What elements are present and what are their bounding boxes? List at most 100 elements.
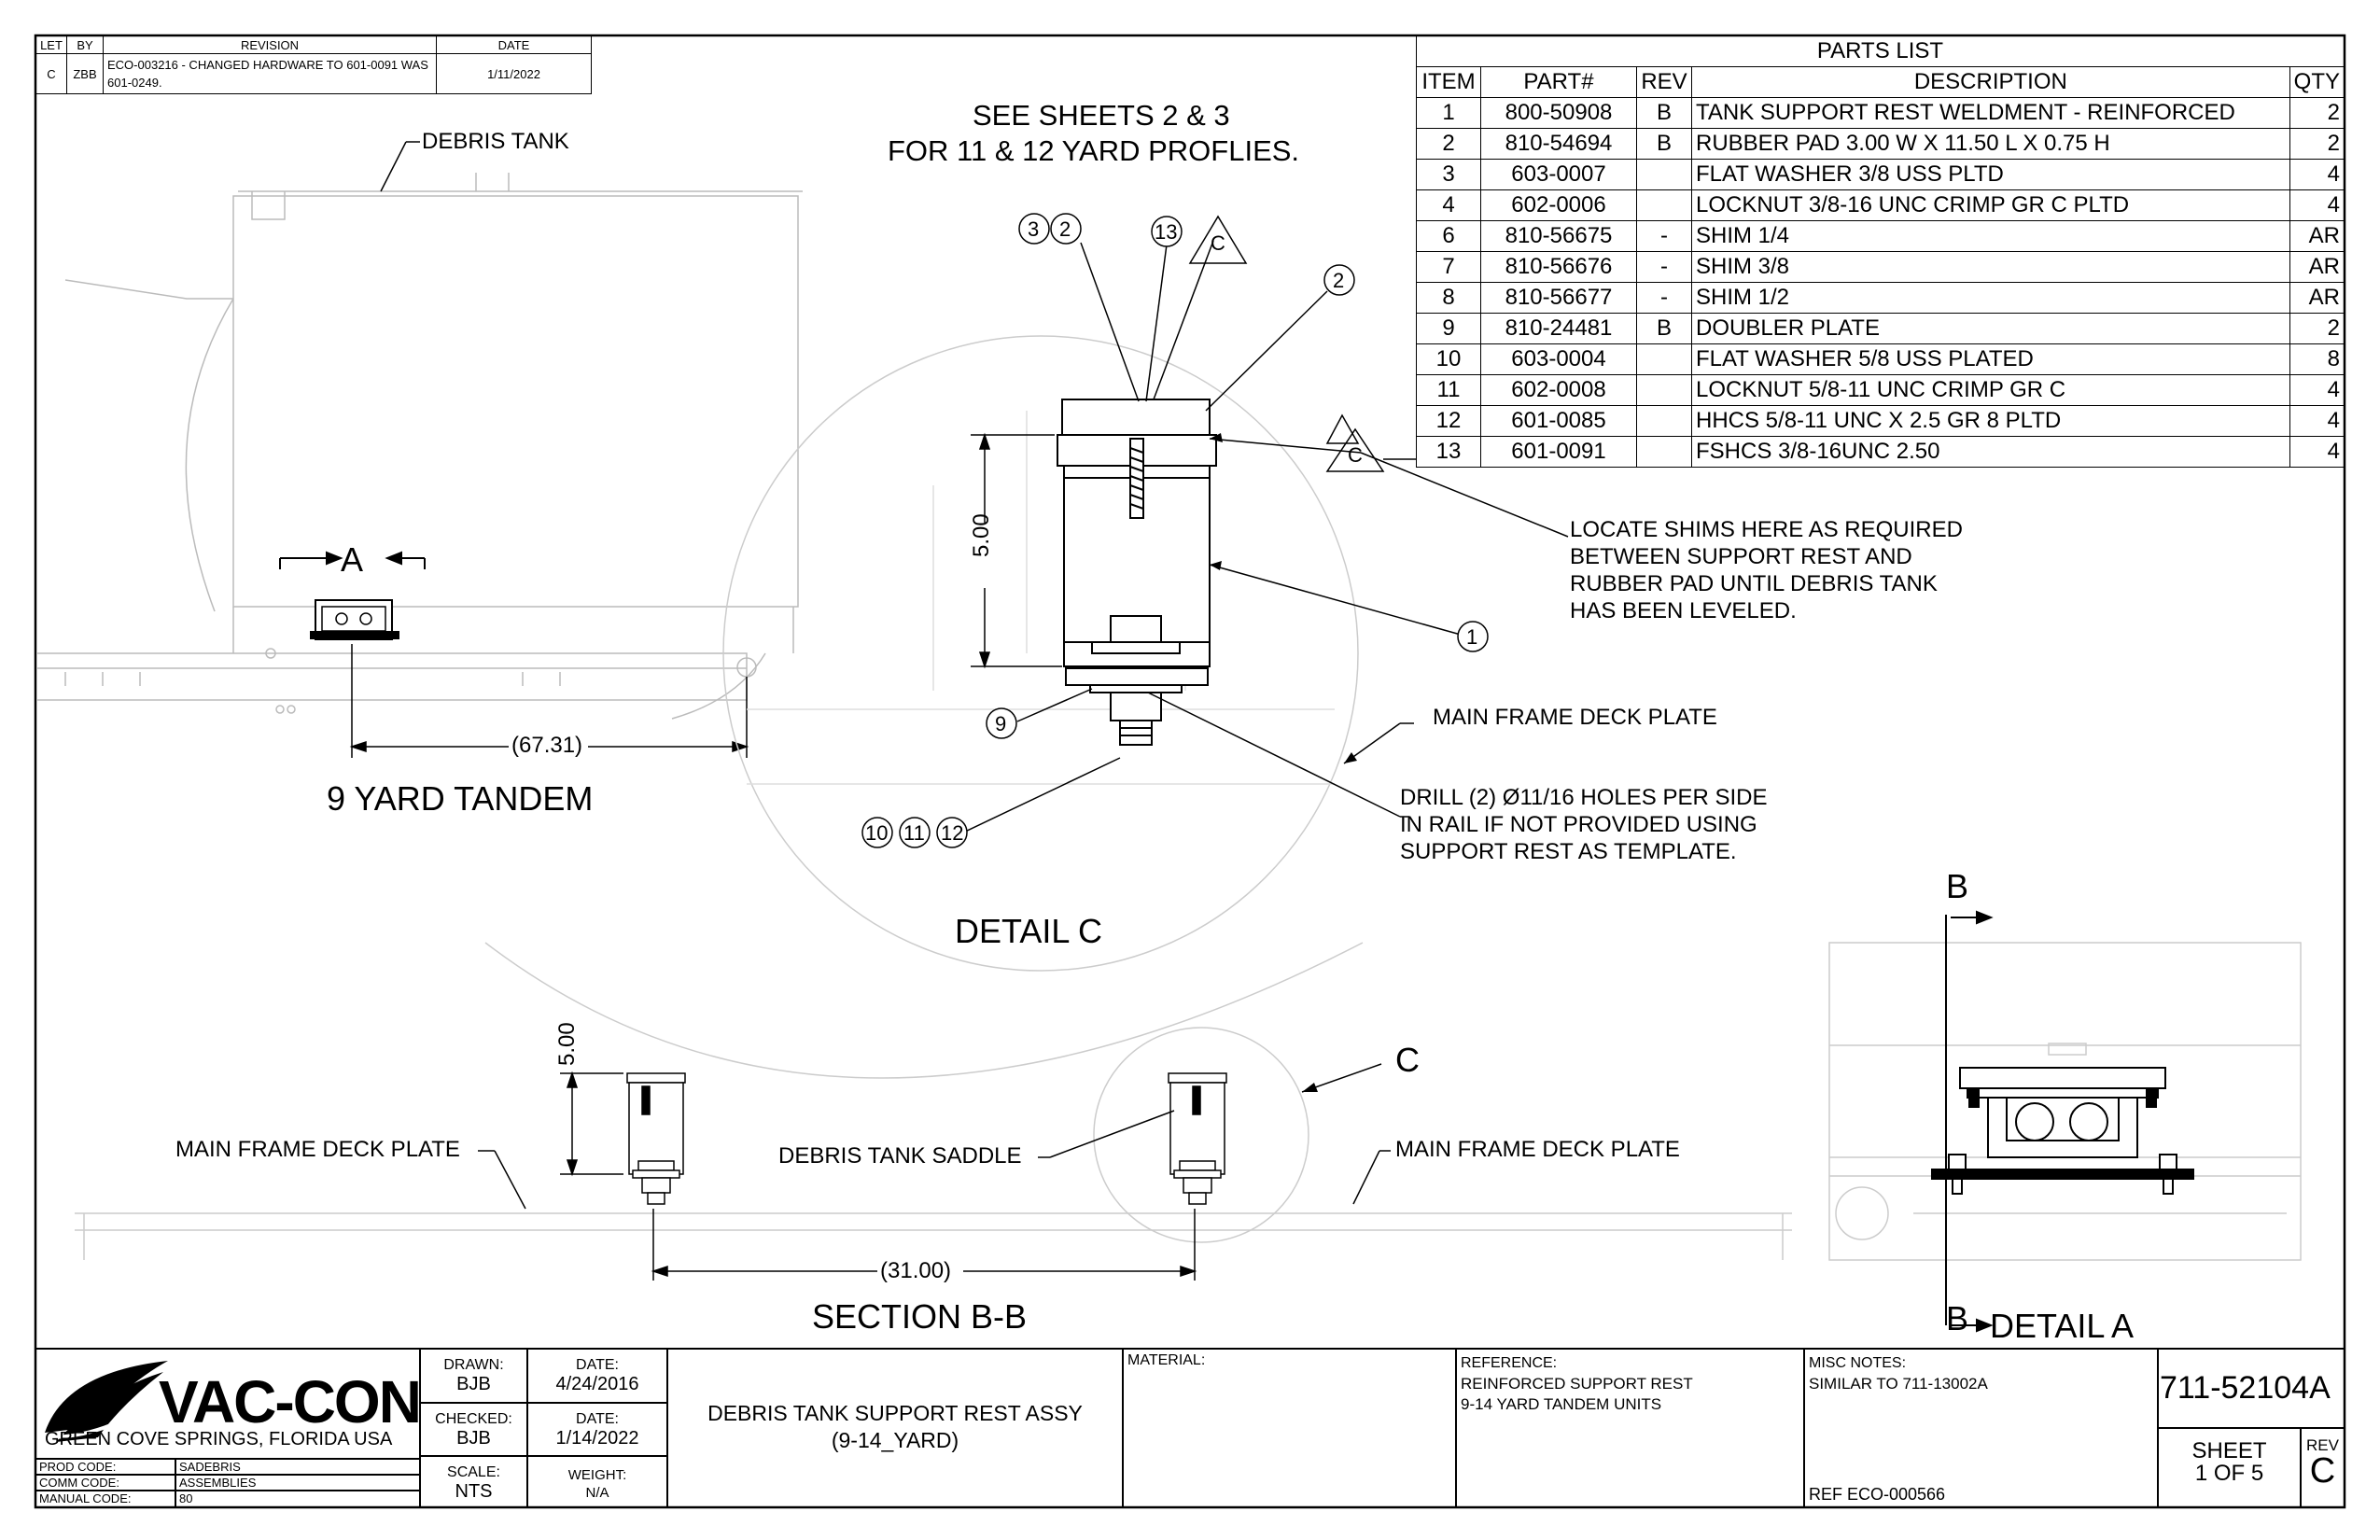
material-label: MATERIAL: bbox=[1127, 1352, 1206, 1368]
sheet-label: SHEET bbox=[2191, 1438, 2267, 1463]
parts-cell-part: 602-0008 bbox=[1480, 374, 1637, 406]
parts-cell-rev bbox=[1636, 405, 1692, 437]
parts-cell-part: 810-56675 bbox=[1480, 220, 1637, 252]
section-a-marker bbox=[279, 551, 426, 569]
parts-cell-desc: SHIM 3/8 bbox=[1691, 251, 2290, 283]
company-logo-text: VAC-CON bbox=[159, 1368, 422, 1435]
triangle-c-label: C bbox=[1348, 443, 1363, 467]
balloon-11: 11 bbox=[903, 821, 925, 845]
parts-header-rev: REV bbox=[1636, 66, 1692, 98]
parts-cell-qty: 8 bbox=[2289, 343, 2345, 375]
parts-cell-item: 13 bbox=[1416, 436, 1481, 468]
parts-cell-part: 810-24481 bbox=[1480, 313, 1637, 344]
drawing-title: DEBRIS TANK SUPPORT REST ASSY (9-14_YARD… bbox=[667, 1400, 1123, 1454]
parts-cell-rev: B bbox=[1636, 313, 1692, 344]
revision-triangle-c bbox=[1325, 427, 1385, 472]
parts-cell-item: 12 bbox=[1416, 405, 1481, 437]
dim-31-00 bbox=[651, 1209, 1197, 1281]
parts-cell-rev bbox=[1636, 159, 1692, 190]
parts-cell-qty: AR bbox=[2289, 251, 2345, 283]
rev-header-by: BY bbox=[66, 35, 104, 54]
parts-cell-qty: 2 bbox=[2289, 97, 2345, 129]
main-frame-deck-plate-detail: MAIN FRAME DECK PLATE bbox=[1433, 705, 1717, 730]
checked-date-cell: DATE: 1/14/2022 bbox=[527, 1410, 667, 1448]
shim-note: LOCATE SHIMS HERE AS REQUIRED BETWEEN SU… bbox=[1570, 516, 1963, 624]
section-b-markers bbox=[1945, 910, 1994, 1333]
weight-value: N/A bbox=[585, 1485, 609, 1501]
balloon-10: 10 bbox=[865, 821, 889, 845]
manual-code-value: 80 bbox=[179, 1491, 193, 1505]
parts-list-title: PARTS LIST bbox=[1416, 35, 2345, 67]
drill-note-line1: DRILL (2) Ø11/16 HOLES PER SIDE bbox=[1400, 785, 1768, 810]
parts-cell-desc: TANK SUPPORT REST WELDMENT - REINFORCED bbox=[1691, 97, 2290, 129]
parts-cell-desc: SHIM 1/2 bbox=[1691, 282, 2290, 314]
balloon-12: 12 bbox=[941, 821, 964, 845]
balloon-2: 2 bbox=[1059, 217, 1071, 241]
rev-let: C bbox=[35, 53, 67, 94]
parts-cell-part: 601-0091 bbox=[1480, 436, 1637, 468]
drill-note: DRILL (2) Ø11/16 HOLES PER SIDE IN RAIL … bbox=[1400, 784, 1767, 865]
nine-yard-tandem-title: 9 YARD TANDEM bbox=[327, 779, 594, 818]
main-frame-deck-plate-left: MAIN FRAME DECK PLATE bbox=[175, 1137, 460, 1162]
company-location: GREEN COVE SPRINGS, FLORIDA USA bbox=[45, 1429, 393, 1449]
drawing-number: 711-52104A bbox=[2160, 1370, 2331, 1406]
drawn-date-value: 4/24/2016 bbox=[555, 1374, 639, 1394]
section-b-top-label: B bbox=[1946, 867, 1969, 905]
reference-cell: REFERENCE: REINFORCED SUPPORT REST 9-14 … bbox=[1461, 1353, 1693, 1415]
dim-5-00-section bbox=[560, 1071, 623, 1177]
parts-cell-item: 1 bbox=[1416, 97, 1481, 129]
comm-code-value: ASSEMBLIES bbox=[179, 1476, 257, 1490]
balloon-3: 3 bbox=[1028, 217, 1040, 241]
section-bb-rest-left bbox=[626, 1072, 686, 1205]
rev-header-date: DATE bbox=[436, 35, 592, 54]
parts-cell-desc: LOCKNUT 5/8-11 UNC CRIMP GR C bbox=[1691, 374, 2290, 406]
parts-cell-item: 3 bbox=[1416, 159, 1481, 190]
parts-cell-part: 603-0004 bbox=[1480, 343, 1637, 375]
drawn-date-cell: DATE: 4/24/2016 bbox=[527, 1356, 667, 1393]
section-a-label: A bbox=[341, 540, 364, 579]
parts-header-item: ITEM bbox=[1416, 66, 1481, 98]
parts-cell-part: 810-54694 bbox=[1480, 128, 1637, 160]
dim-5-00-detail bbox=[971, 432, 1062, 669]
detail-a-background bbox=[1828, 942, 2302, 1261]
shim-note-line1: LOCATE SHIMS HERE AS REQUIRED bbox=[1570, 517, 1963, 542]
detail-a-support-rest bbox=[1931, 1067, 2194, 1195]
weight-cell: WEIGHT: N/A bbox=[527, 1466, 667, 1502]
balloon-13: 13 bbox=[1155, 220, 1178, 244]
tandem-side-view bbox=[37, 173, 803, 720]
parts-header-qty: QTY bbox=[2289, 66, 2345, 98]
parts-cell-item: 4 bbox=[1416, 189, 1481, 221]
manual-code-label: MANUAL CODE: bbox=[39, 1491, 132, 1505]
section-bb-leaders bbox=[478, 1063, 1391, 1210]
parts-header-part: PART# bbox=[1480, 66, 1637, 98]
parts-cell-rev: - bbox=[1636, 220, 1692, 252]
reference-label: REFERENCE: bbox=[1461, 1355, 1558, 1371]
rev-description: ECO-003216 - CHANGED HARDWARE TO 601-009… bbox=[103, 53, 437, 94]
detail-c-title: DETAIL C bbox=[955, 912, 1103, 950]
title-block-grid bbox=[35, 1348, 2345, 1507]
drawn-value: BJB bbox=[456, 1374, 491, 1394]
detail-a-title: DETAIL A bbox=[1990, 1307, 2135, 1345]
scale-label: SCALE: bbox=[447, 1464, 500, 1480]
weight-label: WEIGHT: bbox=[567, 1467, 627, 1483]
parts-cell-qty: 4 bbox=[2289, 189, 2345, 221]
parts-cell-qty: 4 bbox=[2289, 374, 2345, 406]
balloon-9: 9 bbox=[995, 712, 1007, 735]
detail-c-arrowheads bbox=[1210, 433, 1357, 763]
checked-value: BJB bbox=[456, 1428, 491, 1449]
see-sheets-note-line1: SEE SHEETS 2 & 3 bbox=[973, 99, 1230, 132]
debris-tank-label: DEBRIS TANK bbox=[422, 129, 569, 154]
callout-c-label: C bbox=[1395, 1041, 1420, 1079]
parts-cell-qty: AR bbox=[2289, 220, 2345, 252]
sheet-value: 1 OF 5 bbox=[2194, 1461, 2264, 1486]
triangle-c-top-label: C bbox=[1211, 231, 1225, 255]
prod-code-value: SADEBRIS bbox=[179, 1460, 241, 1474]
debris-tank-leader bbox=[380, 141, 420, 192]
drawn-cell: DRAWN: BJB bbox=[420, 1356, 527, 1393]
